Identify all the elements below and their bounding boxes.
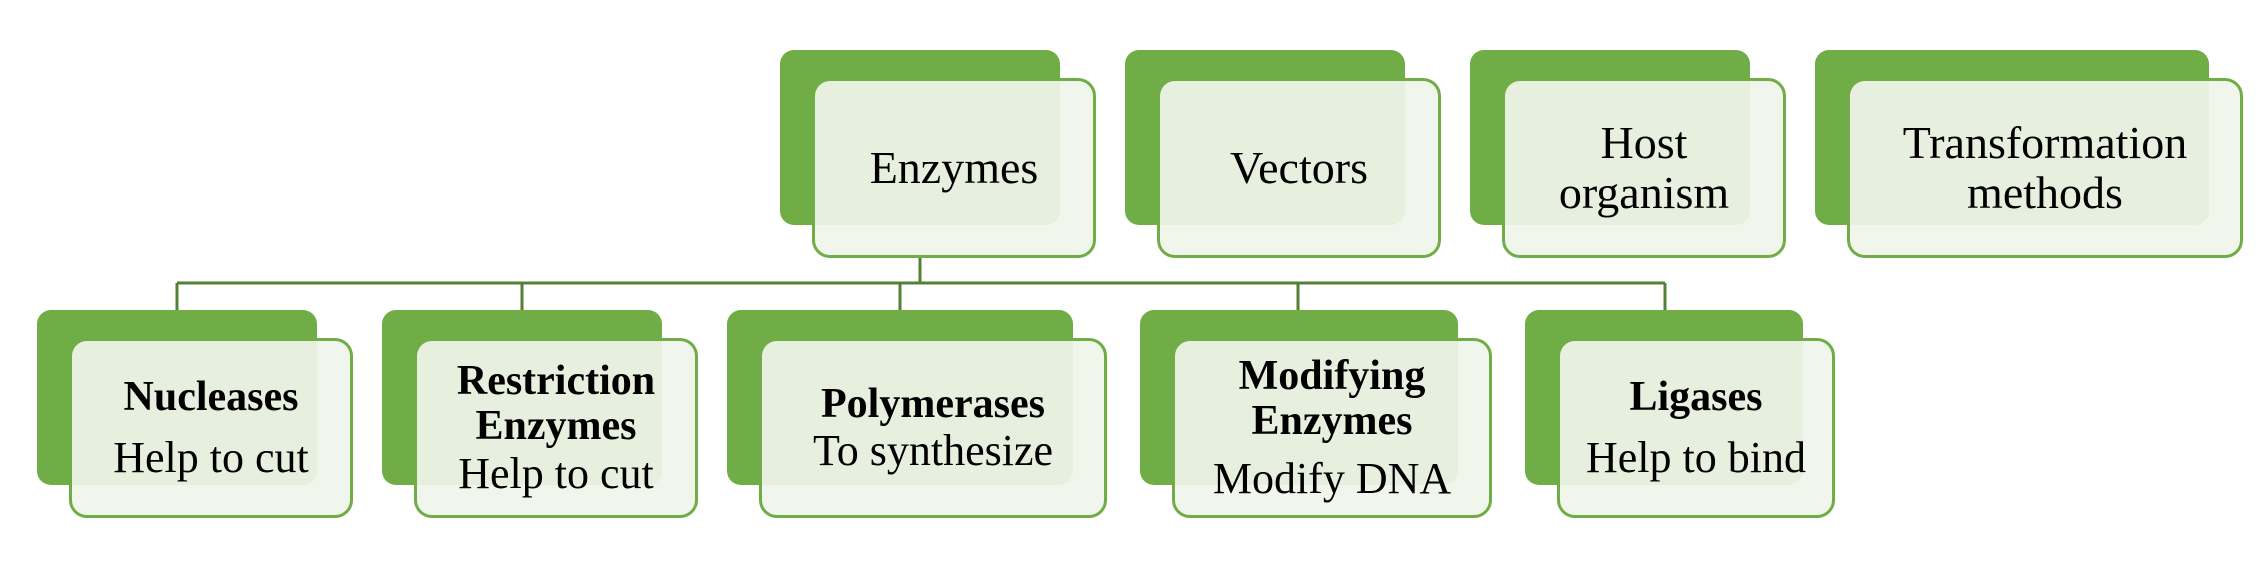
node-modifying-enzymes: Modifying Enzymes Modify DNA <box>1140 310 1492 520</box>
node-description: Help to cut <box>458 448 654 498</box>
node-box: Polymerases To synthesize <box>759 338 1107 518</box>
node-title: Modifying Enzymes <box>1238 352 1426 445</box>
node-title: Restriction Enzymes <box>456 357 656 450</box>
node-vectors: Vectors <box>1125 50 1441 260</box>
node-label: Host organism <box>1558 117 1730 218</box>
node-restriction-enzymes: Restriction Enzymes Help to cut <box>382 310 698 520</box>
node-description: Help to cut <box>113 432 309 482</box>
node-ligases: Ligases Help to bind <box>1525 310 1835 520</box>
node-box: Modifying Enzymes Modify DNA <box>1172 338 1492 518</box>
node-label: Vectors <box>1230 142 1368 194</box>
node-label: Enzymes <box>869 142 1039 194</box>
node-transformation-methods: Transformation methods <box>1815 50 2243 260</box>
node-box: Vectors <box>1157 78 1441 258</box>
node-box: Enzymes <box>812 78 1096 258</box>
node-polymerases: Polymerases To synthesize <box>727 310 1107 520</box>
node-host-organism: Host organism <box>1470 50 1786 260</box>
node-box: Restriction Enzymes Help to cut <box>414 338 698 518</box>
node-box: Transformation methods <box>1847 78 2243 258</box>
node-title: Nucleases <box>123 373 299 420</box>
node-description: Modify DNA <box>1212 453 1452 503</box>
node-box: Ligases Help to bind <box>1557 338 1835 518</box>
node-description: To synthesize <box>812 425 1054 475</box>
node-nucleases: Nucleases Help to cut <box>37 310 353 520</box>
node-description: Help to bind <box>1586 432 1806 482</box>
node-box: Nucleases Help to cut <box>69 338 353 518</box>
node-box: Host organism <box>1502 78 1786 258</box>
node-label: Transformation methods <box>1902 117 2188 218</box>
node-title: Ligases <box>1629 373 1763 420</box>
node-enzymes: Enzymes <box>780 50 1096 260</box>
node-title: Polymerases <box>821 380 1045 427</box>
